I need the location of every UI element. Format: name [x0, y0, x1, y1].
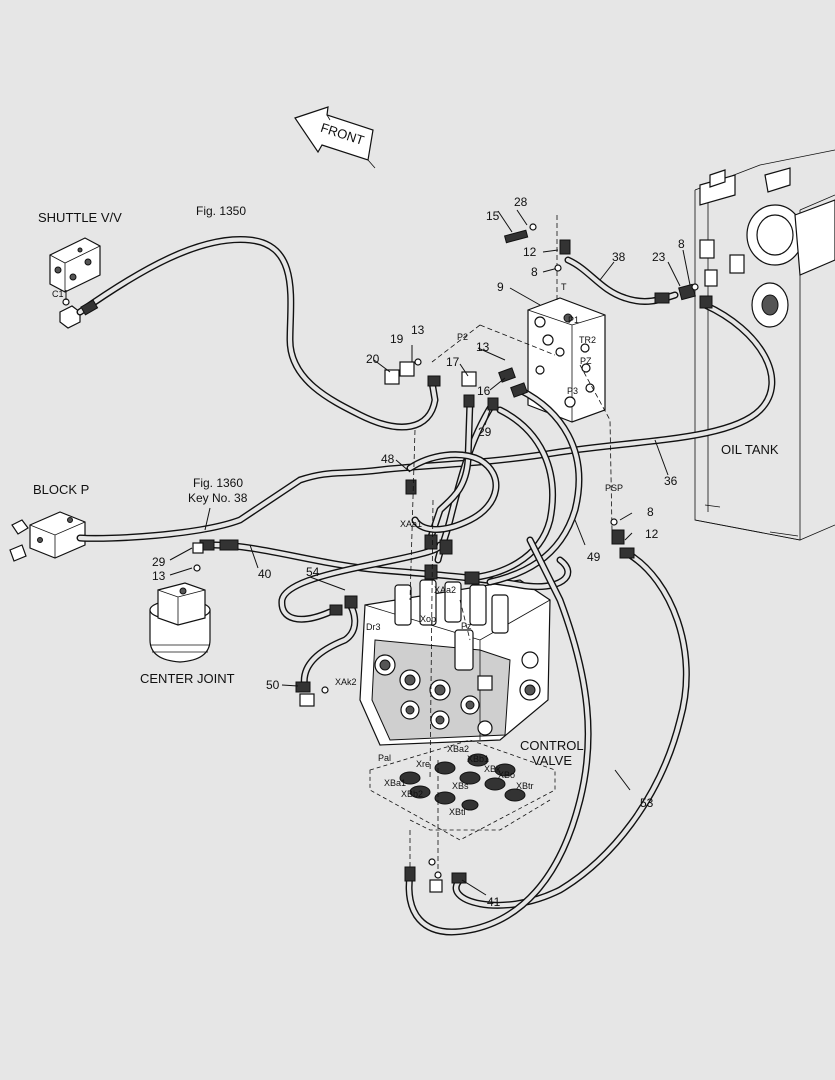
port-flanges	[399, 753, 526, 811]
port-xbo: XBo	[498, 770, 515, 780]
oil-tank-label: OIL TANK	[721, 442, 779, 457]
port-xbb1: XBb1	[467, 754, 489, 764]
block-p-label: BLOCK P	[33, 482, 89, 497]
block-p	[9, 511, 86, 562]
part-number-53: 53	[640, 796, 654, 810]
part-number-29a: 29	[478, 425, 492, 439]
center-joint	[149, 582, 211, 663]
port-xbb2: XBb2	[401, 789, 423, 799]
part-number-16: 16	[477, 384, 491, 398]
part-number-13b: 13	[476, 340, 490, 354]
port-pal: Pal	[378, 753, 391, 763]
part-number-48: 48	[381, 452, 395, 466]
part-number-13c: 13	[152, 569, 166, 583]
part-numbers: 28 15 12 8 38 23 8 9 13 19 20 13 17 16 2…	[152, 195, 685, 909]
port-c1: C1	[52, 289, 64, 299]
shuttle-valve	[49, 237, 101, 329]
port-p1: P1	[568, 315, 579, 325]
part-number-36: 36	[664, 474, 678, 488]
part-number-28: 28	[514, 195, 528, 209]
part-number-8: 8	[531, 265, 538, 279]
part-number-23: 23	[652, 250, 666, 264]
port-xre: Xre	[416, 759, 430, 769]
part-number-13a: 13	[411, 323, 425, 337]
bottom-port-plate	[369, 739, 556, 841]
port-xbtr: XBtr	[516, 781, 534, 791]
part-number-54: 54	[306, 565, 320, 579]
pilot-block	[527, 297, 606, 423]
port-p3: P3	[567, 386, 578, 396]
port-xba2: XBa2	[447, 744, 469, 754]
port-tr2: TR2	[579, 335, 596, 345]
valve-label: VALVE	[532, 753, 572, 768]
fittings	[80, 223, 713, 893]
port-xak2: XAk2	[335, 677, 357, 687]
part-number-20: 20	[366, 352, 380, 366]
part-number-40: 40	[258, 567, 272, 581]
part-number-8b: 8	[678, 237, 685, 251]
part-number-15: 15	[486, 209, 500, 223]
part-number-17: 17	[446, 355, 460, 369]
leader-lines	[65, 209, 699, 896]
port-xaa2: XAa2	[434, 585, 456, 595]
port-xbs: XBs	[452, 781, 469, 791]
part-number-8c: 8	[647, 505, 654, 519]
port-labels: C1 T P1 TR2 P2 PZ P3 PSP XAa1 XAa2 Xop P…	[52, 282, 623, 817]
port-xbk: XBk	[484, 764, 501, 774]
part-number-38: 38	[612, 250, 626, 264]
part-number-49: 49	[587, 550, 601, 564]
part-number-12: 12	[523, 245, 537, 259]
part-number-41: 41	[487, 895, 501, 909]
part-number-19: 19	[390, 332, 404, 346]
port-psp: PSP	[605, 483, 623, 493]
port-t: T	[561, 282, 567, 292]
fig1350-label: Fig. 1350	[196, 204, 246, 218]
port-xaa1: XAa1	[400, 519, 422, 529]
port-pz-top: PZ	[580, 356, 592, 366]
port-xop: Xop	[420, 614, 436, 624]
hoses	[76, 236, 776, 936]
port-xba1: XBa1	[384, 778, 406, 788]
part-number-29b: 29	[152, 555, 166, 569]
port-pz: Pz	[461, 621, 472, 631]
text-labels: SHUTTLE V/V Fig. 1350 BLOCK P Fig. 1360 …	[33, 204, 779, 768]
control-label: CONTROL	[520, 738, 584, 753]
control-valve	[359, 579, 551, 746]
part-number-12b: 12	[645, 527, 659, 541]
oil-tank	[694, 149, 835, 541]
part-number-50: 50	[266, 678, 280, 692]
shuttle-valve-label: SHUTTLE V/V	[38, 210, 122, 225]
fig1360-label: Fig. 1360	[193, 476, 243, 490]
port-p2: P2	[457, 332, 468, 342]
port-dr3: Dr3	[366, 622, 381, 632]
part-number-9: 9	[497, 280, 504, 294]
port-xbtl: XBtl	[449, 807, 466, 817]
key-no-label: Key No. 38	[188, 491, 248, 505]
center-joint-label: CENTER JOINT	[140, 671, 235, 686]
front-arrow: FRONT	[294, 106, 376, 169]
